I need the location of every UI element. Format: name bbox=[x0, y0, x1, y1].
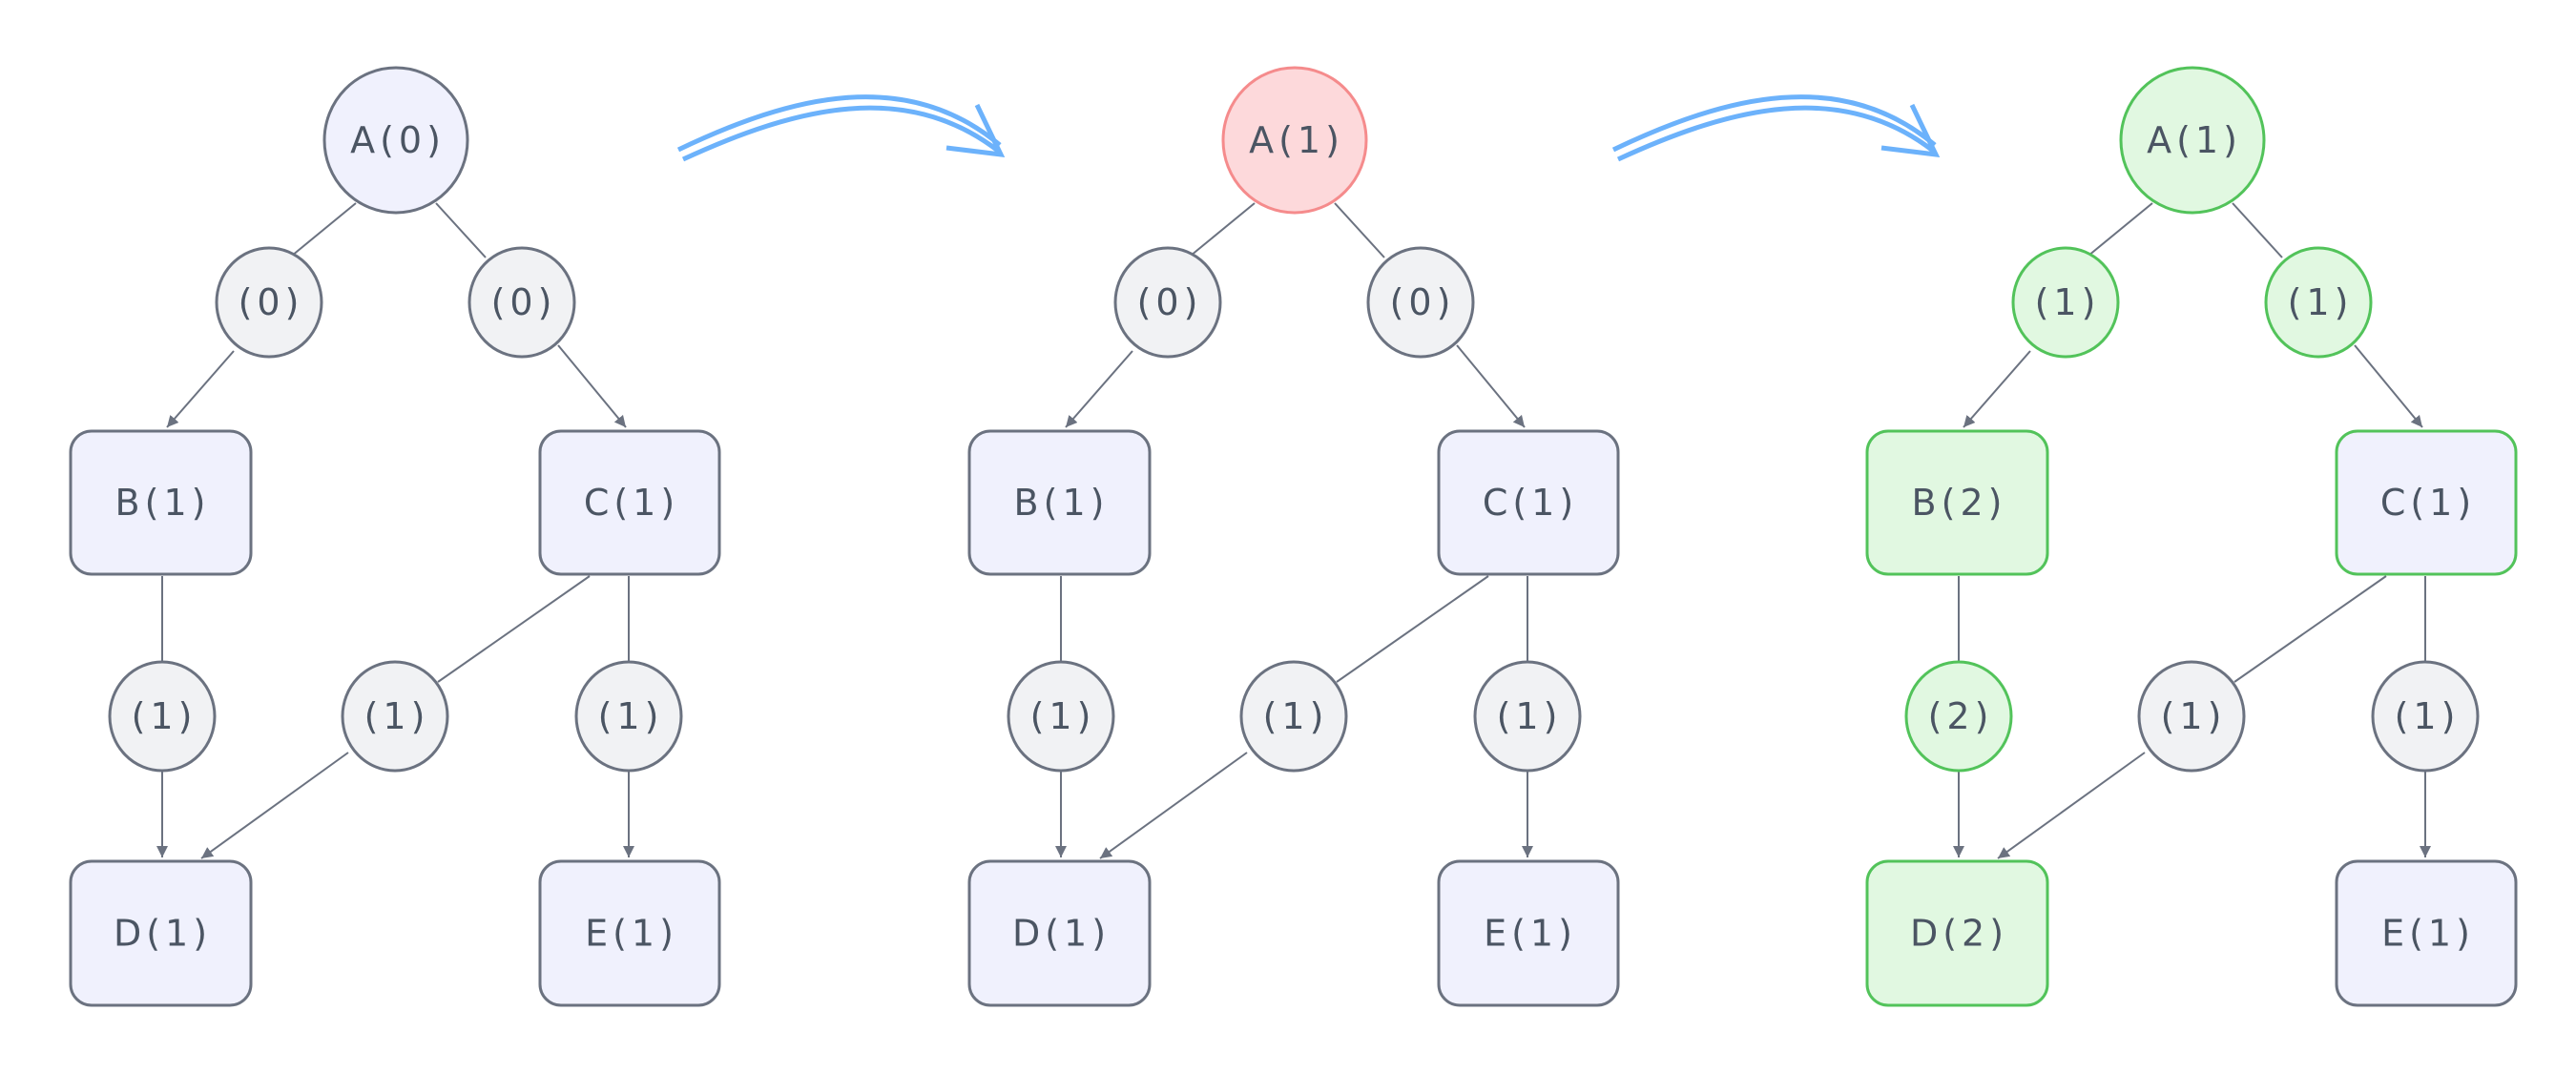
node-label: B(1) bbox=[1014, 482, 1110, 524]
node-a[interactable]: A(0) bbox=[322, 66, 469, 215]
edge-label-text: (1) bbox=[364, 695, 430, 737]
edge-a-c bbox=[1334, 202, 1526, 428]
edge-a-b bbox=[1065, 202, 1256, 428]
panel-initial-state: (0) (0) (1) (1) (1) A(0) B(1) C(1) D(1) E(1) bbox=[69, 66, 721, 1007]
node-a[interactable]: A(1) bbox=[2119, 66, 2266, 215]
node-b[interactable]: B(2) bbox=[1865, 429, 2049, 576]
edge-label-c-d[interactable]: (1) bbox=[2137, 660, 2246, 773]
edge-line bbox=[2232, 202, 2283, 258]
edge-c-d bbox=[200, 575, 591, 859]
edge-label-a-b[interactable]: (0) bbox=[1113, 246, 1222, 359]
node-d[interactable]: D(1) bbox=[69, 859, 253, 1007]
edge-label-b-d[interactable]: (1) bbox=[1007, 660, 1115, 773]
node-label: B(1) bbox=[115, 482, 211, 524]
edge-label-text: (1) bbox=[1263, 695, 1329, 737]
node-label: A(0) bbox=[350, 119, 446, 161]
edge-a-b bbox=[166, 202, 357, 428]
edge-arrow bbox=[1456, 344, 1526, 428]
node-label: E(1) bbox=[585, 913, 678, 955]
edge-line bbox=[437, 575, 591, 683]
edge-arrow bbox=[2354, 344, 2423, 428]
node-label: B(2) bbox=[1912, 482, 2007, 524]
transition-arrow-2 bbox=[1611, 94, 1941, 162]
edge-c-d bbox=[1099, 575, 1489, 859]
edge-a-c bbox=[2232, 202, 2423, 428]
node-a[interactable]: A(1) bbox=[1221, 66, 1368, 215]
node-e[interactable]: E(1) bbox=[538, 859, 721, 1007]
edge-arrow bbox=[200, 752, 349, 859]
edge-line bbox=[2233, 575, 2387, 683]
edge-label-text: (0) bbox=[239, 281, 304, 323]
edge-label-a-c[interactable]: (0) bbox=[467, 246, 576, 359]
edge-label-text: (2) bbox=[1928, 695, 1994, 737]
node-c[interactable]: C(1) bbox=[538, 429, 721, 576]
edge-label-text: (1) bbox=[598, 695, 664, 737]
edge-label-c-e[interactable]: (1) bbox=[2371, 660, 2480, 773]
edge-label-c-d[interactable]: (1) bbox=[341, 660, 449, 773]
edge-arrow bbox=[557, 344, 627, 428]
node-label: D(1) bbox=[114, 913, 212, 955]
edge-line bbox=[1334, 202, 1385, 258]
transition-arrow-1 bbox=[676, 94, 1006, 162]
edge-arrow bbox=[1065, 350, 1133, 428]
edge-line bbox=[2088, 202, 2153, 257]
node-label: D(2) bbox=[1910, 913, 2008, 955]
panel-propagated: (1) (1) (2) (1) (1) A(1) B(2) C(1) D(2) E(1) bbox=[1865, 66, 2518, 1007]
edge-arrow bbox=[166, 350, 235, 428]
edge-label-text: (1) bbox=[2161, 695, 2227, 737]
node-d[interactable]: D(1) bbox=[967, 859, 1152, 1007]
edge-label-text: (1) bbox=[1030, 695, 1096, 737]
edge-label-text: (1) bbox=[1497, 695, 1563, 737]
edge-label-a-c[interactable]: (0) bbox=[1366, 246, 1475, 359]
panel-root-updated: (0) (0) (1) (1) (1) A(1) B(1) C(1) D(1) E(1) bbox=[967, 66, 1620, 1007]
edge-line bbox=[435, 202, 487, 258]
edge-label-text: (0) bbox=[491, 281, 557, 323]
curved-double-arrow-icon bbox=[676, 94, 1006, 162]
node-c[interactable]: C(1) bbox=[2335, 429, 2518, 576]
edge-label-text: (1) bbox=[132, 695, 197, 737]
edge-label-text: (1) bbox=[2395, 695, 2461, 737]
node-b[interactable]: B(1) bbox=[69, 429, 253, 576]
edge-label-c-e[interactable]: (1) bbox=[1473, 660, 1582, 773]
node-label: C(1) bbox=[1483, 482, 1578, 524]
edge-line bbox=[291, 202, 357, 257]
edge-c-d bbox=[1997, 575, 2387, 859]
edge-label-text: (0) bbox=[1137, 281, 1203, 323]
node-label: A(1) bbox=[1249, 119, 1344, 161]
node-label: E(1) bbox=[2381, 913, 2475, 955]
edge-label-a-b[interactable]: (1) bbox=[2011, 246, 2120, 359]
edge-label-a-b[interactable]: (0) bbox=[215, 246, 323, 359]
node-e[interactable]: E(1) bbox=[2335, 859, 2518, 1007]
node-label: C(1) bbox=[584, 482, 679, 524]
node-label: E(1) bbox=[1484, 913, 1577, 955]
edge-a-c bbox=[435, 202, 627, 428]
curved-double-arrow-icon bbox=[1611, 94, 1941, 162]
edge-label-text: (1) bbox=[2288, 281, 2354, 323]
edge-label-text: (1) bbox=[2035, 281, 2101, 323]
edge-label-a-c[interactable]: (1) bbox=[2264, 246, 2373, 359]
node-b[interactable]: B(1) bbox=[967, 429, 1152, 576]
edge-line bbox=[1336, 575, 1489, 683]
edge-label-b-d[interactable]: (1) bbox=[108, 660, 217, 773]
edge-arrow bbox=[1997, 752, 2146, 859]
edge-label-b-d[interactable]: (2) bbox=[1904, 660, 2013, 773]
edge-arrow bbox=[1099, 752, 1248, 859]
node-label: D(1) bbox=[1012, 913, 1111, 955]
node-label: A(1) bbox=[2147, 119, 2242, 161]
edge-a-b bbox=[1963, 202, 2153, 428]
edge-label-text: (0) bbox=[1390, 281, 1456, 323]
edge-label-c-e[interactable]: (1) bbox=[574, 660, 683, 773]
edge-label-c-d[interactable]: (1) bbox=[1239, 660, 1348, 773]
node-c[interactable]: C(1) bbox=[1437, 429, 1620, 576]
edge-line bbox=[1190, 202, 1256, 257]
edge-arrow bbox=[1963, 350, 2031, 428]
node-d[interactable]: D(2) bbox=[1865, 859, 2049, 1007]
node-e[interactable]: E(1) bbox=[1437, 859, 1620, 1007]
node-label: C(1) bbox=[2380, 482, 2476, 524]
